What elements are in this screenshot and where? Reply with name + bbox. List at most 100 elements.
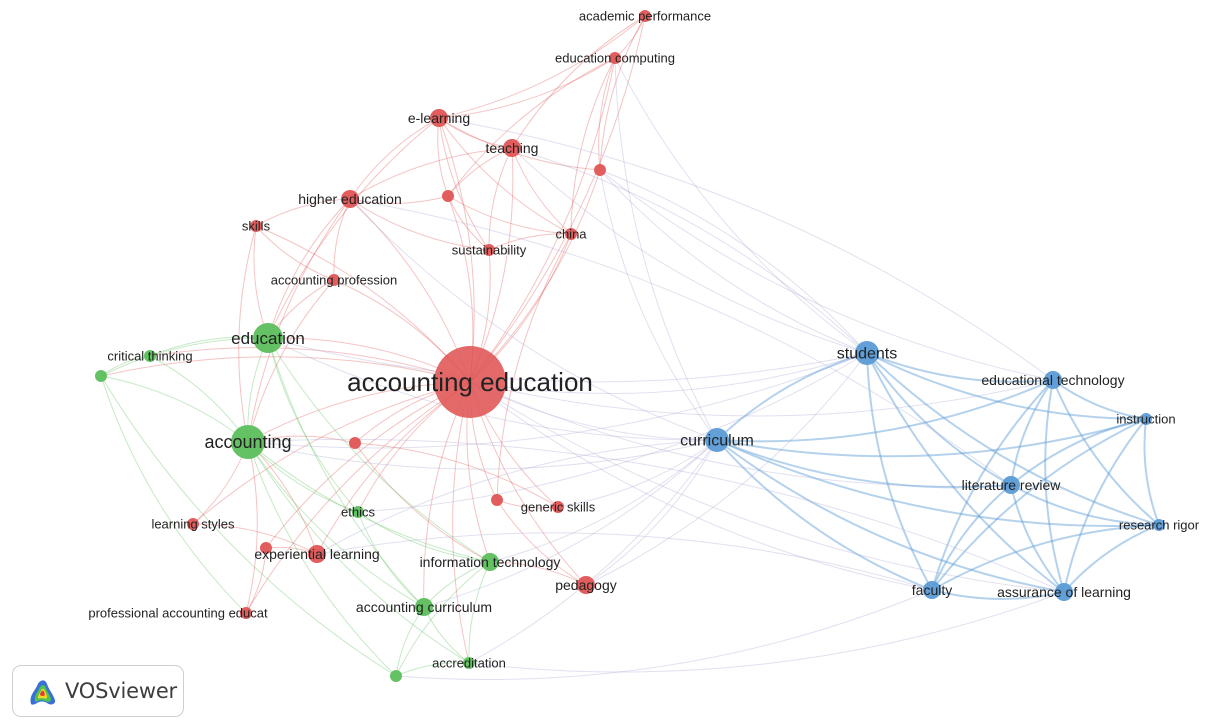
node-label: education computing <box>555 50 675 65</box>
link <box>511 147 572 235</box>
link <box>469 381 1012 487</box>
node-skills[interactable] <box>250 220 262 232</box>
link <box>614 57 868 354</box>
node-china[interactable] <box>565 228 577 240</box>
node-label: china <box>555 226 587 241</box>
link <box>238 225 257 443</box>
node-educational-technology[interactable] <box>1044 371 1062 389</box>
node-professional-accounting-educat[interactable] <box>240 607 252 619</box>
link <box>866 352 1160 526</box>
node-label: education <box>231 329 305 348</box>
link <box>716 439 1160 528</box>
node-r3[interactable] <box>491 494 503 506</box>
link <box>468 591 1065 673</box>
node-label: academic performance <box>579 8 711 23</box>
node-g1[interactable] <box>95 370 107 382</box>
node-students[interactable] <box>855 341 879 365</box>
link <box>1010 418 1147 486</box>
node-faculty[interactable] <box>923 581 941 599</box>
node-education[interactable] <box>253 323 283 353</box>
link <box>354 442 491 563</box>
link <box>511 15 646 149</box>
link <box>395 662 470 677</box>
node-literature-review[interactable] <box>1002 476 1020 494</box>
node-label: teaching <box>486 140 539 156</box>
link <box>1010 379 1054 486</box>
labels-layer: accounting education academic performance… <box>88 8 1199 670</box>
node-label: research rigor <box>1119 517 1200 532</box>
node-label: ethics <box>341 504 375 519</box>
node-research-rigor[interactable] <box>1153 519 1165 531</box>
node-label: pedagogy <box>555 577 617 593</box>
link <box>468 439 718 664</box>
node-pedagogy[interactable] <box>577 576 595 594</box>
link <box>488 147 513 251</box>
link <box>247 441 425 608</box>
link <box>100 375 397 677</box>
node-instruction[interactable] <box>1140 413 1152 425</box>
vosviewer-logo[interactable]: VOSviewer <box>12 665 184 717</box>
link <box>100 337 269 377</box>
node-accounting-curriculum[interactable] <box>415 598 433 616</box>
node-label: critical thinking <box>107 348 192 363</box>
link <box>599 15 646 171</box>
link <box>267 337 718 441</box>
node-label: accreditation <box>432 655 506 670</box>
node-r1[interactable] <box>442 190 454 202</box>
node-teaching[interactable] <box>503 139 521 157</box>
link <box>468 561 491 664</box>
link <box>931 418 1147 591</box>
node-ethics[interactable] <box>352 506 364 518</box>
link <box>469 352 868 395</box>
node-label: learning styles <box>151 516 235 531</box>
link <box>349 198 1012 486</box>
node-accounting-profession[interactable] <box>328 274 340 286</box>
link <box>447 195 572 235</box>
node-generic-skills[interactable] <box>552 501 564 513</box>
node-accounting-education[interactable] <box>434 346 506 418</box>
link <box>247 279 335 443</box>
node-label: accounting education <box>347 367 593 397</box>
node-accreditation[interactable] <box>463 657 475 669</box>
node-label: literature review <box>962 477 1062 493</box>
link <box>349 198 718 441</box>
link <box>931 589 1065 600</box>
link <box>469 381 1065 593</box>
node-accounting[interactable] <box>231 425 265 459</box>
link <box>149 347 471 383</box>
node-information-technology[interactable] <box>481 553 499 571</box>
link <box>349 198 490 251</box>
node-assurance-of-learning[interactable] <box>1055 583 1073 601</box>
link <box>469 15 646 383</box>
node-r4[interactable] <box>349 437 361 449</box>
link <box>1052 379 1147 420</box>
node-learning-styles[interactable] <box>187 518 199 530</box>
link <box>557 439 718 508</box>
node-academic-performance[interactable] <box>639 10 651 22</box>
node-g2[interactable] <box>390 670 402 682</box>
node-r5[interactable] <box>260 542 272 554</box>
node-experiential-learning[interactable] <box>308 545 326 563</box>
link <box>247 441 397 677</box>
node-curriculum[interactable] <box>705 428 729 452</box>
link <box>245 381 471 614</box>
link <box>599 169 1054 381</box>
node-higher-education[interactable] <box>341 190 359 208</box>
node-e-learning[interactable] <box>430 109 448 127</box>
link <box>192 523 318 555</box>
link <box>866 352 1012 486</box>
node-sustainability[interactable] <box>483 244 495 256</box>
node-label: professional accounting educat <box>88 605 268 620</box>
node-label: generic skills <box>521 499 596 514</box>
node-critical-thinking[interactable] <box>144 350 156 362</box>
node-r2[interactable] <box>594 164 606 176</box>
node-label: curriculum <box>680 432 754 449</box>
link <box>511 147 868 354</box>
vosviewer-logo-icon <box>30 680 56 705</box>
node-education-computing[interactable] <box>609 52 621 64</box>
link <box>247 438 1065 593</box>
link <box>598 57 616 171</box>
link <box>585 439 718 586</box>
link <box>599 169 718 441</box>
link <box>100 356 471 383</box>
